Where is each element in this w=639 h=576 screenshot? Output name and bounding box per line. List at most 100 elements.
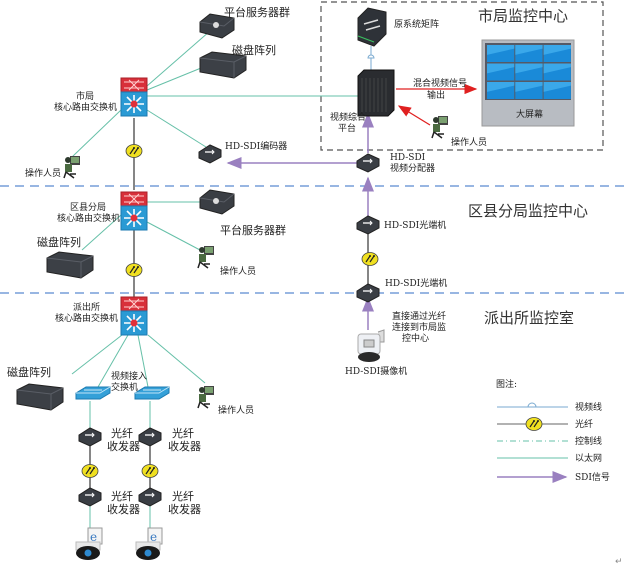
- distributor-label-1: HD-SDI: [390, 153, 426, 163]
- mixed-video-output: [396, 83, 478, 126]
- legend-title: 图注:: [496, 378, 517, 390]
- transceiver-label-2a: 光纤: [172, 426, 194, 440]
- video-wall-panel-highlight: [515, 63, 543, 74]
- legend-item-fiber: 光纤: [497, 416, 593, 432]
- access-switch-2-icon: [134, 386, 170, 400]
- access-switch-1-icon: [75, 386, 111, 400]
- station-core-switch-label-2: 核心路由交换机: [55, 312, 118, 324]
- big-screen-label: 大屏幕: [516, 108, 543, 120]
- transceiver-icon: [138, 427, 162, 447]
- dome-camera-icon: [75, 527, 103, 561]
- transceiver-label-2b: 收发器: [168, 439, 201, 453]
- zone-title-district: 区县分局监控中心: [468, 202, 588, 220]
- video-wall-panel-highlight: [487, 45, 515, 55]
- ethernet-links: [71, 30, 364, 528]
- district-disk-array-label: 磁盘阵列: [37, 235, 81, 249]
- legend-label: 光纤: [575, 418, 593, 430]
- transceiver-icon: [138, 487, 162, 507]
- encoder-icon: [198, 144, 222, 164]
- access-switch-label-2: 交换机: [111, 381, 138, 393]
- legend-item-ethernet: 以太网: [497, 452, 602, 464]
- city-core-switch-icon: [120, 77, 148, 117]
- operator-icon: [197, 385, 215, 409]
- city-platform-servers-label: 平台服务器群: [224, 5, 290, 19]
- video-wall-panel-highlight: [543, 63, 571, 74]
- sdi-links: [226, 112, 374, 330]
- fiber-coupler-icon: [81, 463, 99, 479]
- direct-note-line-1: 直接通过光纤: [392, 310, 446, 322]
- district-core-switch-label-2: 核心路由交换机: [57, 212, 120, 224]
- city-operator-left-label: 操作人员: [25, 167, 61, 179]
- video-wall-panel-highlight: [543, 82, 571, 92]
- city-core-switch-label-1: 市局: [76, 90, 94, 102]
- city-disk-array-label: 磁盘阵列: [232, 43, 276, 57]
- video-platform-icon: [357, 69, 395, 117]
- fiber-coupler-icon: [141, 463, 159, 479]
- district-core-switch-label-1: 区县分局: [70, 202, 106, 213]
- district-platform-servers-icon: [199, 189, 235, 215]
- video-wall-panel-highlight: [487, 63, 515, 74]
- district-platform-servers-label: 平台服务器群: [220, 223, 286, 237]
- legend-item-sdi-signal: SDI信号: [497, 471, 610, 483]
- district-disk-array-icon: [46, 251, 94, 279]
- optical-terminal-bottom-icon: [356, 283, 380, 303]
- station-disk-array-icon: [16, 383, 64, 411]
- video-distributor-icon: [356, 153, 380, 173]
- video-link: [367, 46, 375, 72]
- fiber-coupler-icon: [125, 262, 143, 278]
- city-operator-right-label: 操作人员: [451, 136, 487, 148]
- transceiver-label-3a: 光纤: [111, 489, 133, 503]
- encoder-label: HD-SDI编码器: [225, 140, 287, 152]
- station-core-switch-label-1: 派出所: [73, 301, 100, 313]
- legend-label: SDI信号: [575, 471, 610, 483]
- zone-title-city: 市局监控中心: [478, 7, 568, 25]
- video-platform-label-2: 平台: [338, 122, 356, 134]
- optical-terminal-bottom-label: HD-SDI光端机: [385, 277, 447, 289]
- transceiver-column-1: [75, 427, 103, 561]
- district-core-switch-icon: [120, 191, 148, 231]
- hd-sdi-camera-icon: [357, 329, 385, 362]
- city-core-switch-label-2: 核心路由交换机: [54, 101, 117, 113]
- legend-item-control-line: 控制线: [497, 435, 602, 447]
- station-operator-label: 操作人员: [218, 404, 254, 416]
- transceiver-label-1b: 收发器: [107, 439, 140, 453]
- fiber-coupler-icon: [361, 251, 379, 267]
- operator-icon: [197, 245, 215, 269]
- transceiver-icon: [78, 427, 102, 447]
- video-wall-panel-highlight: [515, 82, 543, 92]
- legend: 图注: 视频线 光纤 控制线 以太网 SDI信号: [496, 378, 610, 483]
- legend-label: 视频线: [575, 401, 602, 413]
- video-wall-panel-highlight: [543, 45, 571, 55]
- optical-terminal-top-icon: [356, 215, 380, 235]
- transceiver-label-3b: 收发器: [107, 502, 140, 516]
- access-switch-label-1: 视频接入: [111, 370, 147, 382]
- transceiver-label-4b: 收发器: [168, 502, 201, 516]
- direct-note-line-2: 连接到市局监: [392, 321, 446, 333]
- transceiver-label-1a: 光纤: [111, 426, 133, 440]
- fiber-coupler-icon: [525, 416, 543, 432]
- distributor-label-2: 视频分配器: [390, 162, 435, 174]
- station-core-switch-icon: [120, 296, 148, 336]
- matrix-icon: [357, 7, 387, 47]
- matrix-label: 原系统矩阵: [394, 18, 439, 30]
- operator-icon: [63, 155, 81, 179]
- video-wall-panel-highlight: [487, 82, 515, 92]
- legend-label: 以太网: [575, 452, 602, 464]
- optical-terminal-top-label: HD-SDI光端机: [384, 219, 446, 231]
- video-wall-panel-highlight: [515, 45, 543, 55]
- operator-icon: [431, 115, 449, 139]
- dome-camera-icon: [135, 527, 163, 561]
- paragraph-mark: ↵: [615, 557, 623, 567]
- transceiver-icon: [78, 487, 102, 507]
- big-screen-icon: [481, 39, 575, 127]
- zone-title-station: 派出所监控室: [484, 309, 574, 327]
- district-operator-label: 操作人员: [220, 265, 256, 277]
- station-disk-array-label: 磁盘阵列: [7, 365, 51, 379]
- fiber-coupler-icon: [125, 143, 143, 159]
- hd-sdi-camera-label: HD-SDI摄像机: [345, 365, 407, 377]
- transceiver-label-4a: 光纤: [172, 489, 194, 503]
- video-platform-label-1: 视频综合: [330, 111, 366, 123]
- mixed-output-label-1: 混合视频信号: [413, 77, 467, 89]
- city-center-boundary: [320, 1, 604, 151]
- mixed-output-label-2: 输出: [427, 89, 445, 101]
